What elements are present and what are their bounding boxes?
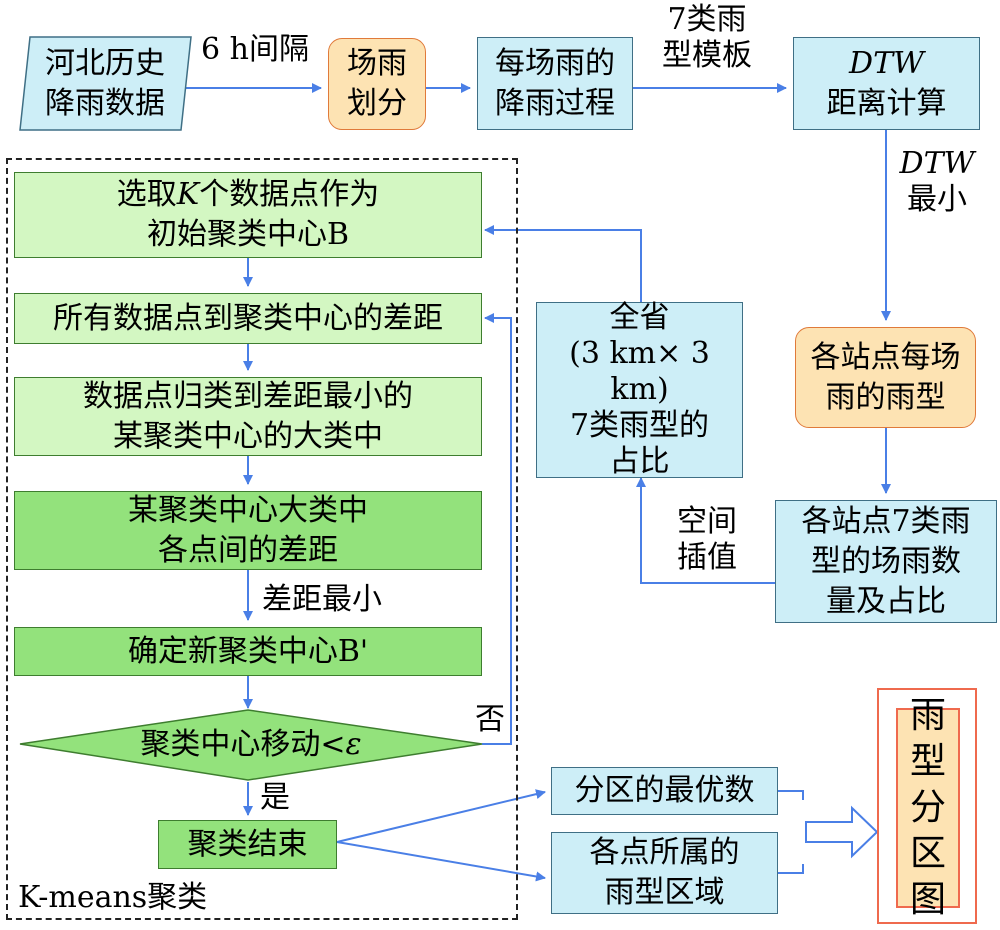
node-hebei-data: 河北历史 降雨数据 bbox=[45, 45, 165, 121]
select-k-post: 个数据点作为 bbox=[199, 177, 380, 212]
label-dtw-min-text: 最小 bbox=[907, 182, 967, 217]
label-7-templates: 7类雨 型模板 bbox=[662, 2, 752, 73]
edge-end-to-region bbox=[336, 841, 546, 882]
node-station-ratio: 各站点7类雨 型的场雨数 量及占比 bbox=[775, 500, 997, 623]
edge-decision-no bbox=[482, 313, 512, 745]
edge-optimal-connector bbox=[778, 790, 804, 800]
decision-epsilon: ε bbox=[345, 727, 362, 762]
node-select-k-line1: 选取K个数据点作为 bbox=[117, 175, 379, 215]
label-dtw-min: DTW 最小 bbox=[892, 146, 982, 218]
node-select-k: 选取K个数据点作为 初始聚类中心B bbox=[14, 172, 482, 258]
node-new-center: 确定新聚类中心B' bbox=[14, 627, 482, 676]
decision-text: 聚类中心移动< bbox=[140, 727, 346, 762]
label-yes: 是 bbox=[260, 780, 290, 815]
node-optimal-number: 分区的最优数 bbox=[551, 767, 778, 815]
node-decision: 聚类中心移动<ε bbox=[20, 720, 482, 770]
node-classify: 数据点归类到差距最小的 某聚类中心的大类中 bbox=[14, 377, 482, 456]
node-dtw-calc-dtw: DTW bbox=[849, 45, 924, 81]
node-rain-split: 场雨 划分 bbox=[328, 38, 426, 130]
label-kmeans: K-means聚类 bbox=[18, 880, 208, 915]
select-k-k: K bbox=[176, 177, 200, 212]
hollow-arrow-to-map bbox=[805, 805, 879, 859]
select-k-pre: 选取 bbox=[116, 177, 177, 212]
label-spatial-interp: 空间 插值 bbox=[677, 504, 737, 575]
node-final-map: 雨 型 分 区 图 bbox=[896, 695, 960, 920]
node-dtw-calc-text: 距离计算 bbox=[826, 85, 947, 121]
label-6h-interval: 6 h间隔 bbox=[201, 32, 309, 67]
label-dtw-min-dtw: DTW bbox=[899, 146, 975, 181]
label-no: 否 bbox=[475, 702, 505, 737]
node-dtw-calc: DTW 距离计算 bbox=[793, 37, 980, 130]
node-intra-distance: 某聚类中心大类中 各点间的差距 bbox=[14, 491, 482, 570]
node-station-type: 各站点每场 雨的雨型 bbox=[795, 327, 976, 428]
edge-end-to-optimal bbox=[336, 789, 546, 843]
node-cluster-end: 聚类结束 bbox=[158, 820, 337, 869]
node-region: 各点所属的 雨型区域 bbox=[551, 832, 778, 914]
kmeans-dashed-frame bbox=[6, 158, 518, 920]
node-province-ratio: 全省 (3 km× 3 km) 7类雨型的 占比 bbox=[536, 300, 743, 479]
edge-ratio-to-province bbox=[636, 477, 775, 584]
node-all-points: 所有数据点到聚类中心的差距 bbox=[14, 293, 482, 344]
edge-province-to-select bbox=[484, 225, 642, 302]
node-rain-process: 每场雨的 降雨过程 bbox=[477, 37, 633, 130]
node-select-k-line2: 初始聚类中心B bbox=[146, 217, 350, 252]
label-min-diff: 差距最小 bbox=[262, 582, 382, 617]
edge-region-connector bbox=[778, 864, 804, 874]
